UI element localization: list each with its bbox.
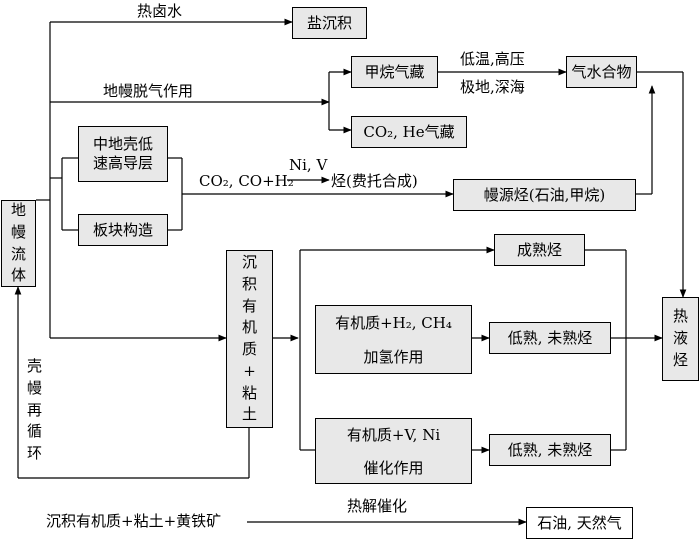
catalysis-formula: 有机质+V, Ni [346, 426, 441, 445]
hydrogenation-label: 加氢作用 [363, 347, 424, 366]
crust-mantle-recycling-label: 壳幔再循环 [27, 357, 43, 462]
mantle-hydrocarbons-box: 幔源烃(石油,甲烷) [453, 179, 636, 211]
methane-reservoir-box: 甲烷气藏 [351, 56, 438, 88]
salt-deposit-box: 盐沉积 [292, 7, 367, 39]
polar-deep-sea-label: 极地,深海 [460, 78, 525, 96]
bottom-reactants-label: 沉积有机质+粘土+黄铁矿 [46, 512, 222, 530]
mantle-fluid-box: 地幔流体 [1, 200, 36, 287]
oil-gas-box: 石油, 天然气 [526, 507, 633, 539]
catalysis-label: 催化作用 [363, 459, 424, 478]
gas-hydrate-box: 气水合物 [566, 56, 637, 88]
hot-brine-label: 热卤水 [137, 2, 183, 20]
co2-he-reservoir-box: CO₂, He气藏 [351, 116, 467, 148]
ft-product-label: 烃(费托合成) [331, 172, 418, 190]
mantle-degassing-label: 地幔脱气作用 [103, 82, 194, 100]
hydrothermal-hydrocarbons-box: 热液烃 [662, 297, 699, 381]
ft-reactants-label: CO₂, CO+H₂ [199, 172, 294, 190]
sediment-organic-box: 沉积有机质+粘土 [226, 250, 273, 428]
low-temp-high-pressure-label: 低温,高压 [460, 50, 525, 68]
hydrogenation-formula: 有机质+H₂, CH₄ [335, 313, 452, 332]
mature-hydrocarbons-box: 成熟烃 [494, 234, 585, 266]
mantle-fluid-text: 地幔流体 [10, 201, 26, 285]
catalysis-box: 有机质+V, Ni 催化作用 [315, 418, 472, 484]
low-mature-box-2: 低熟, 未熟烃 [489, 434, 611, 466]
ft-catalyst-label: Ni, V [289, 156, 328, 174]
crust-layer-box: 中地壳低速高导层 [78, 126, 168, 182]
pyrolysis-catalysis-label: 热解催化 [347, 497, 408, 515]
low-mature-box-1: 低熟, 未熟烃 [489, 322, 611, 354]
hydrogenation-box: 有机质+H₂, CH₄ 加氢作用 [315, 305, 472, 374]
plate-tectonics-box: 板块构造 [78, 214, 168, 246]
